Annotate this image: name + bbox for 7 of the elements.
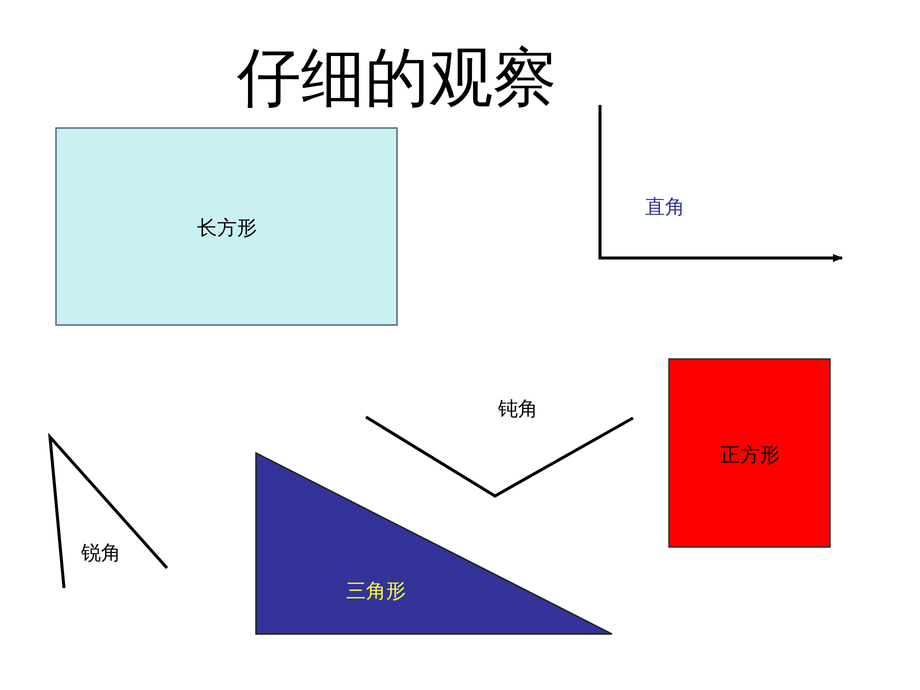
angle-label: 钝角 xyxy=(498,396,538,422)
angle-label: 锐角 xyxy=(81,540,121,566)
shape-label: 长方形 xyxy=(197,214,257,242)
title: 仔细的观察 xyxy=(237,40,557,118)
shape-label: 正方形 xyxy=(720,442,780,468)
shape-label: 三角形 xyxy=(346,578,406,604)
angle-label: 直角 xyxy=(645,194,685,220)
